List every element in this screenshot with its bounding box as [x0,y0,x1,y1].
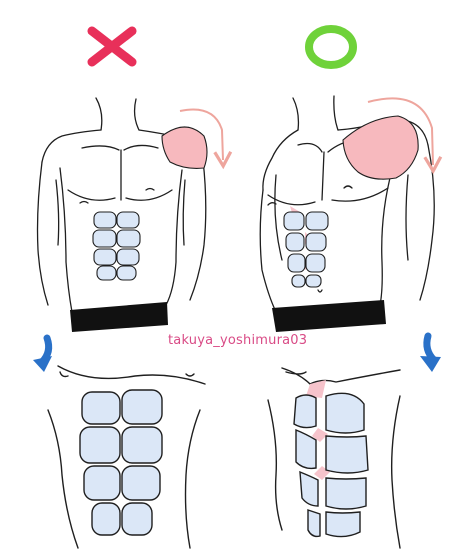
abs-group-incorrect [92,211,141,281]
shoulder-motion-arrow-correct [367,97,443,175]
watermark-text: takuya_yoshimura03 [168,333,308,348]
down-arrow-right-icon [420,332,441,372]
closeup-figure-incorrect [47,365,206,549]
abs-closeup-incorrect [79,389,163,536]
waistband-correct [272,300,386,332]
shoulder-motion-arrow-incorrect [179,108,233,170]
shoulder-highlight-correct [342,115,419,180]
cross-mark-icon [87,26,137,67]
abs-closeup-correct [293,392,369,538]
closeup-figure-correct [267,367,401,549]
circle-mark-icon [305,25,357,69]
abs-group-correct [283,211,329,288]
waistband-incorrect [70,302,168,332]
down-arrow-left-icon [33,334,53,372]
shoulder-highlight-incorrect [161,126,208,169]
